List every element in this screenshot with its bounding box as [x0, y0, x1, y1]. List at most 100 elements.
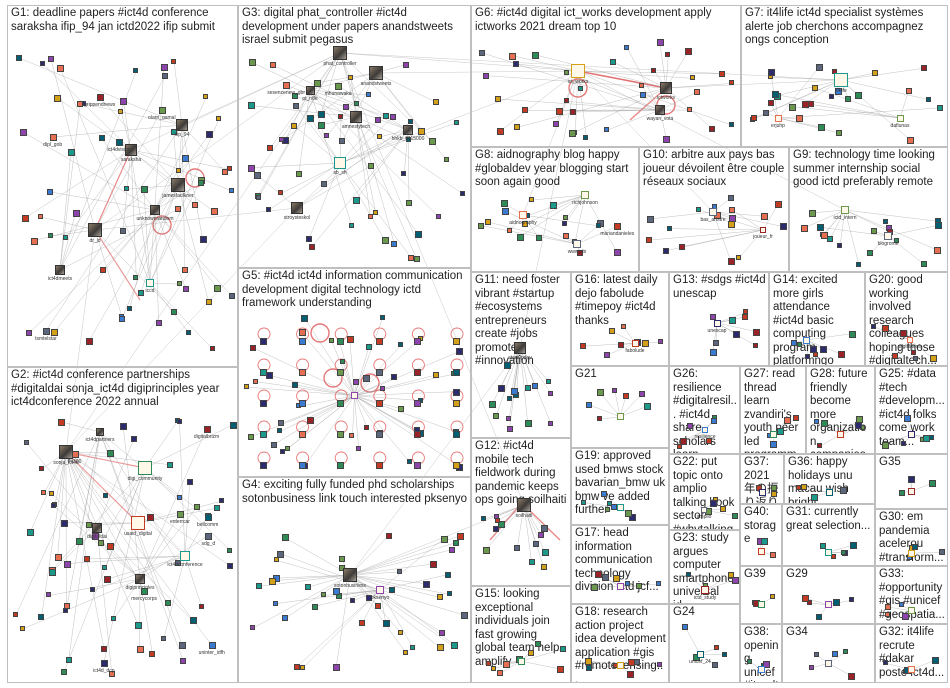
leaf-node[interactable]	[815, 613, 822, 620]
isolate-node[interactable]	[337, 400, 345, 407]
leaf-node[interactable]	[806, 600, 812, 606]
leaf-node[interactable]	[926, 96, 932, 102]
leaf-node[interactable]	[176, 495, 182, 501]
leaf-node[interactable]	[622, 393, 629, 400]
leaf-node[interactable]	[118, 315, 125, 322]
leaf-node[interactable]	[761, 213, 769, 221]
hub-node[interactable]	[908, 430, 915, 438]
leaf-node[interactable]	[771, 91, 779, 99]
leaf-node[interactable]	[333, 588, 341, 596]
leaf-node[interactable]	[506, 228, 512, 234]
leaf-node[interactable]	[767, 100, 774, 107]
leaf-node[interactable]	[585, 401, 592, 408]
leaf-node[interactable]	[751, 115, 758, 122]
leaf-node[interactable]	[176, 419, 182, 425]
hub-node[interactable]	[571, 64, 585, 78]
leaf-node[interactable]	[485, 219, 492, 226]
isolate-node[interactable]	[260, 462, 267, 469]
leaf-node[interactable]	[563, 98, 569, 104]
leaf-node[interactable]	[556, 107, 564, 115]
leaf-node[interactable]	[832, 650, 839, 657]
leaf-node[interactable]	[663, 247, 670, 254]
leaf-node[interactable]	[247, 433, 254, 440]
profile-avatar-node[interactable]	[343, 568, 357, 582]
leaf-node[interactable]	[137, 289, 144, 296]
leaf-node[interactable]	[694, 88, 701, 95]
leaf-node[interactable]	[625, 510, 633, 518]
leaf-node[interactable]	[209, 346, 215, 352]
leaf-node[interactable]	[595, 222, 601, 228]
leaf-node[interactable]	[298, 329, 306, 337]
leaf-node[interactable]	[210, 208, 218, 216]
leaf-node[interactable]	[906, 136, 914, 144]
leaf-node[interactable]	[801, 595, 809, 603]
leaf-node[interactable]	[760, 538, 768, 546]
leaf-node[interactable]	[727, 257, 735, 265]
labeled-node[interactable]	[42, 327, 50, 335]
leaf-node[interactable]	[829, 94, 835, 100]
isolate-node[interactable]	[337, 462, 345, 469]
leaf-node[interactable]	[812, 85, 819, 92]
leaf-node[interactable]	[710, 417, 717, 424]
leaf-node[interactable]	[711, 661, 718, 668]
leaf-node[interactable]	[747, 658, 753, 664]
leaf-node[interactable]	[244, 384, 250, 389]
leaf-node[interactable]	[929, 435, 935, 441]
leaf-node[interactable]	[409, 644, 415, 650]
isolate-node[interactable]	[260, 431, 267, 438]
leaf-node[interactable]	[783, 417, 791, 425]
leaf-node[interactable]	[155, 319, 162, 326]
leaf-node[interactable]	[655, 580, 661, 586]
leaf-node[interactable]	[248, 164, 256, 172]
leaf-node[interactable]	[407, 118, 413, 124]
leaf-node[interactable]	[460, 611, 468, 619]
hub-node[interactable]	[581, 191, 589, 199]
leaf-node[interactable]	[57, 418, 65, 426]
leaf-node[interactable]	[282, 615, 289, 622]
leaf-node[interactable]	[221, 168, 228, 175]
hub-node[interactable]	[825, 659, 832, 667]
isolate-node[interactable]	[298, 369, 306, 376]
leaf-node[interactable]	[67, 149, 75, 157]
leaf-node[interactable]	[656, 662, 662, 668]
leaf-node[interactable]	[556, 665, 564, 673]
leaf-node[interactable]	[279, 449, 285, 455]
leaf-node[interactable]	[810, 493, 818, 501]
leaf-node[interactable]	[905, 87, 912, 94]
leaf-node[interactable]	[126, 305, 132, 311]
labeled-node[interactable]	[203, 425, 211, 433]
isolate-node[interactable]	[453, 338, 460, 345]
leaf-node[interactable]	[382, 113, 389, 120]
leaf-node[interactable]	[54, 554, 62, 562]
leaf-node[interactable]	[203, 93, 209, 99]
leaf-node[interactable]	[710, 499, 718, 507]
leaf-node[interactable]	[171, 58, 177, 64]
leaf-node[interactable]	[167, 461, 174, 468]
leaf-node[interactable]	[366, 92, 372, 98]
leaf-node[interactable]	[513, 124, 520, 131]
leaf-node[interactable]	[135, 622, 143, 630]
leaf-node[interactable]	[676, 443, 682, 449]
leaf-node[interactable]	[227, 547, 233, 553]
leaf-node[interactable]	[855, 421, 863, 429]
leaf-node[interactable]	[525, 384, 532, 391]
leaf-node[interactable]	[60, 669, 67, 676]
leaf-node[interactable]	[492, 413, 499, 420]
leaf-node[interactable]	[541, 525, 549, 533]
leaf-node[interactable]	[97, 540, 104, 547]
labeled-node[interactable]	[158, 107, 166, 115]
leaf-node[interactable]	[375, 603, 382, 610]
leaf-node[interactable]	[101, 646, 108, 653]
leaf-node[interactable]	[848, 597, 854, 603]
hub-node[interactable]	[701, 586, 709, 594]
leaf-node[interactable]	[513, 60, 520, 67]
leaf-node[interactable]	[428, 138, 436, 146]
leaf-node[interactable]	[728, 122, 734, 128]
leaf-node[interactable]	[432, 98, 439, 105]
leaf-node[interactable]	[709, 125, 716, 132]
leaf-node[interactable]	[250, 344, 257, 351]
leaf-node[interactable]	[596, 389, 604, 397]
leaf-node[interactable]	[714, 645, 720, 651]
leaf-node[interactable]	[830, 554, 836, 560]
leaf-node[interactable]	[185, 329, 191, 335]
